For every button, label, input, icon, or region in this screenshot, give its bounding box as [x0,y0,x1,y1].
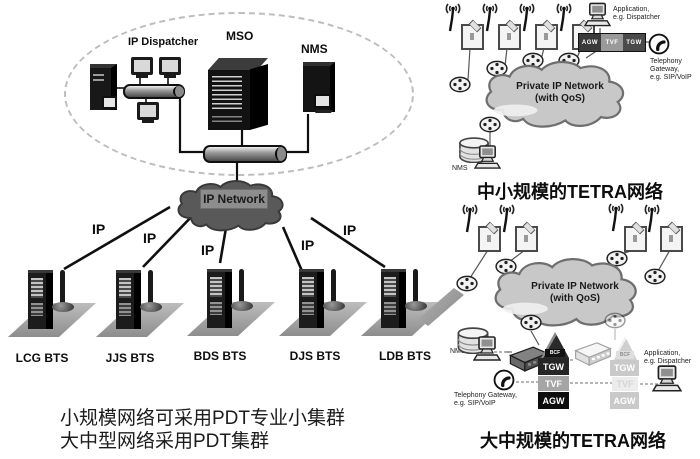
bts-site-label: JJS BTS [105,351,155,365]
bcf-label: BCF [616,351,634,359]
private-ip-cloud [472,255,674,333]
bts-site [279,269,371,339]
private-ip-cloud-label: Private IP Network (with QoS) [531,281,619,304]
telephony-phone-icon [648,33,670,55]
switch-icon [573,339,613,368]
workstation-icon [131,57,153,75]
base-station-box-icon [478,226,501,252]
gateway-bar: AGW TVF TGW [578,33,646,52]
base-station-box-icon [624,226,647,252]
bts-site-label: LDB BTS [379,349,431,363]
agw-segment: AGW [538,392,569,409]
workstation-icon [159,57,181,75]
base-station-box-icon [515,226,538,252]
antenna-pole-icon [331,269,336,307]
left-caption-line1: 小规模网络可采用PDT专业小集群 [60,408,346,429]
gateway-tower-dark: BCF TGW TVF AGW [538,332,570,409]
dispatcher-computer-icon [652,365,682,393]
agw-segment: AGW [610,392,639,409]
agw-segment: AGW [579,34,601,51]
right-bottom-caption: 大中规模的TETRA网络 [480,431,666,451]
left-caption-line2: 大中型网络采用PDT集群 [60,431,270,452]
antenna-pole-icon [239,269,244,307]
router-icon [520,314,542,331]
bts-site-label: DJS BTS [289,349,341,363]
telephony-gateway-label: Telephony Gateway, e.g. SIP/VoIP [454,392,517,407]
bts-site [96,270,188,340]
core-bus [203,145,287,163]
base-station-box-icon [660,226,683,252]
router-icon [479,116,501,133]
nms-label: NMS [450,348,466,355]
private-ip-cloud [467,58,657,134]
bts-site-label: LCG BTS [15,351,69,365]
dispatcher-lan-bus [123,84,185,99]
tvf-segment: TVF [612,377,638,391]
nms-server-icon [303,62,339,118]
tgw-segment: TGW [610,360,639,376]
gateway-tower-light: BCF TGW TVF AGW [610,336,640,409]
nms-terminal-icon [473,336,501,362]
bts-site [8,270,100,340]
bcf-label: BCF [545,349,565,357]
antenna-pole-icon [148,270,153,308]
core-network-ellipse [64,12,414,176]
nms-label: NMS [452,165,468,172]
tgw-segment: TGW [538,358,569,375]
base-station-box-icon [461,24,484,50]
nms-terminal-icon [474,145,501,170]
bts-site-label: BDS BTS [193,349,247,363]
workstation-icon [137,102,159,120]
tgw-segment: TGW [623,34,645,51]
bts-site [187,269,279,339]
private-ip-cloud-label: Private IP Network (with QoS) [516,81,604,104]
antenna-pole-icon [60,270,65,308]
router-icon [604,312,626,329]
telephony-phone-icon [493,369,515,391]
ip-link-label: IP [92,221,106,237]
dispatcher-computer-icon [584,2,611,28]
right-top-caption: 中小规模的TETRA网络 [477,182,663,202]
base-station-box-icon [535,24,558,50]
ip-network-cloud-label: IP Network [200,189,268,209]
tvf-segment: TVF [538,376,569,391]
application-label: Application, e.g. Dispatcher [644,350,692,365]
dispatcher-console-icon [102,96,117,109]
ip-link-label: IP [201,242,215,258]
application-label: Application, e.g. Dispatcher [613,6,661,21]
telephony-gateway-label: Telephony Gateway, e.g. SIP/VoIP [650,58,692,81]
ip-link-label: IP [343,222,357,238]
ip-link-label: IP [143,230,157,246]
base-station-box-icon [498,24,521,50]
mso-cabinet-icon [208,58,270,130]
ip-link-label: IP [301,237,315,253]
antenna-pole-icon [413,269,418,307]
tvf-segment: TVF [601,34,623,51]
